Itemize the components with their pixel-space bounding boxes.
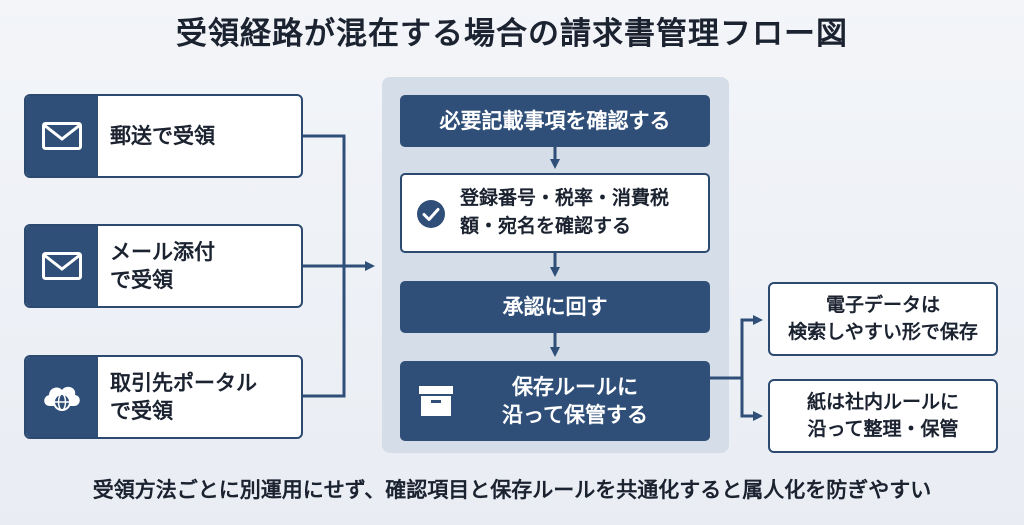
source-mail-label: 郵送で受領 xyxy=(110,123,215,148)
step-store-label: 保存ルールに 沿って保管する xyxy=(502,374,648,427)
envelope-icon xyxy=(26,96,98,176)
envelope-icon xyxy=(26,226,98,306)
check-circle-icon xyxy=(417,200,445,228)
step-send-for-approval: 承認に回す xyxy=(400,281,710,333)
source-portal-label: 取引先ポータル で受領 xyxy=(110,370,257,423)
source-email-box: メール添付 で受領 xyxy=(24,224,303,308)
cloud-globe-icon xyxy=(26,357,98,437)
output-digital-storage: 電子データは 検索しやすい形で保存 xyxy=(768,282,998,356)
source-email-label: メール添付 で受領 xyxy=(110,239,215,292)
source-mail-box: 郵送で受領 xyxy=(24,94,303,178)
branch-arrow-paper xyxy=(740,378,763,421)
source-portal-box: 取引先ポータル で受領 xyxy=(24,355,303,439)
step-confirm-required-items: 必要記載事項を確認する xyxy=(400,95,710,147)
step-store: 保存ルールに 沿って保管する xyxy=(400,361,710,441)
archive-box-icon xyxy=(419,386,453,416)
step-check-details-label: 登録番号・税率・消費税 額・宛名を確認する xyxy=(460,187,670,237)
step-check-details: 登録番号・税率・消費税 額・宛名を確認する xyxy=(400,173,710,253)
branch-arrow-digital xyxy=(710,315,763,380)
footer-note: 受領方法ごとに別運用にせず、確認項目と保存ルールを共通化すると属人化を防ぎやすい xyxy=(92,478,932,502)
page-title: 受領経路が混在する場合の請求書管理フロー図 xyxy=(176,16,848,52)
output-paper-storage: 紙は社内ルールに 沿って整理・保管 xyxy=(768,379,998,453)
